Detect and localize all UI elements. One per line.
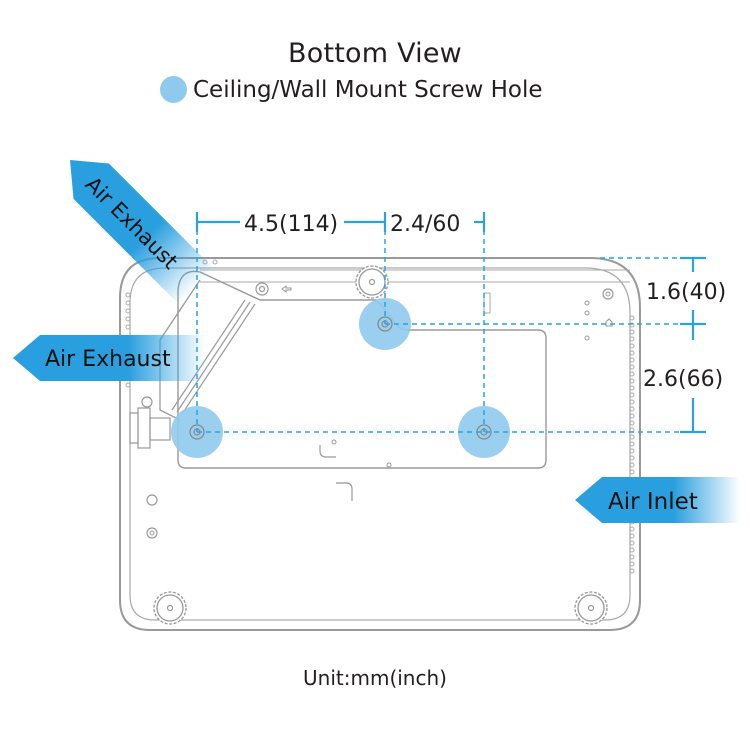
- legend: Ceiling/Wall Mount Screw Hole: [160, 76, 543, 103]
- device-inner-outline: [129, 267, 631, 621]
- air-exhaust-diagonal-arrow: Air Exhaust: [70, 160, 215, 305]
- foot-knob-bottom-right: [574, 591, 608, 625]
- air-inlet-arrow: Air Inlet: [575, 477, 740, 523]
- dim-horizontal-left: 4.5(114): [244, 212, 338, 237]
- screw-hole-legend-icon: [160, 76, 187, 103]
- air-exhaust-left-arrow: Air Exhaust: [13, 335, 205, 381]
- foot-knob-top: [355, 265, 389, 299]
- device-outer-outline: [119, 257, 641, 631]
- dim-vertical-top: 1.6(40): [646, 280, 726, 305]
- air-inlet-label: Air Inlet: [608, 489, 698, 515]
- dim-horizontal-right: 2.4/60: [390, 212, 460, 237]
- unit-label: Unit:mm(inch): [303, 666, 447, 690]
- mount-plate: [177, 270, 547, 469]
- air-exhaust-left-label: Air Exhaust: [45, 347, 171, 372]
- right-vent-holes: [202, 259, 635, 574]
- legend-label: Ceiling/Wall Mount Screw Hole: [193, 76, 543, 103]
- diagram-title: Bottom View: [288, 38, 462, 69]
- left-vent-holes: [125, 292, 131, 388]
- foot-knob-bottom-left: [153, 591, 187, 625]
- dim-vertical-bottom: 2.6(66): [643, 367, 723, 392]
- dimension-guides: [196, 212, 705, 433]
- dimension-lines: [195, 212, 706, 434]
